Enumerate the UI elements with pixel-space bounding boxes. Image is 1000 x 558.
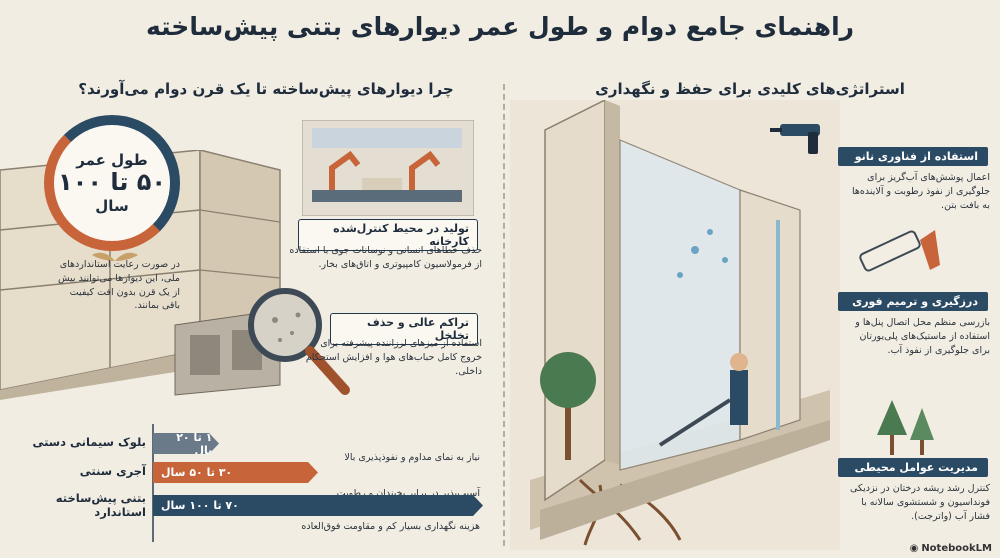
section-divider [503,84,505,546]
caulk-gun-icon [859,230,940,272]
pressure-washer-icon [770,124,820,154]
factory-robots-illustration [302,120,474,216]
strategy-title-3: مدیریت عوامل محیطی [838,458,988,477]
comparison-name: آجری سنتی [79,464,146,478]
right-heading: استراتژی‌های کلیدی برای حفظ و نگهداری [595,80,905,98]
comparison-note: آسیب‌پذیر در برابر یخبندان و رطوبت [336,488,480,499]
badge-note: در صورت رعایت استانداردهای ملی، این دیوا… [57,259,180,312]
comparison-bar-2: ۳۰ تا ۵۰ سال [153,462,318,483]
comparison-range: ۳۰ تا ۵۰ سال [161,466,233,479]
tree-icon [877,400,934,455]
density-text: استفاده از میزهای لرزاننده پیشرفته برای … [305,338,482,377]
strategy-text-1: اعمال پوشش‌های آب‌گریز برای جلوگیری از ن… [852,172,990,211]
strategy-title-1: استفاده از فناوری نانو [838,147,988,166]
bar-axis [152,424,154,542]
brand-name: NotebookLM [921,543,992,554]
maintenance-scene-illustration [510,100,840,550]
factory-text: حذف خطاهای انسانی و نوسانات جوی با استفا… [289,245,482,270]
lifespan-badge: طول عمر ۵۰ تا ۱۰۰ سال [44,115,180,251]
comparison-note: نیاز به نمای مداوم و نفوذپذیری بالا [344,452,480,463]
block-magnifier-illustration [174,288,350,396]
comparison-note: هزینه نگهداری بسیار کم و مقاومت فوق‌العا… [301,521,480,532]
comparison-name: بلوک سیمانی دستی [32,435,146,449]
brand-icon: ◉ [909,543,919,554]
comparison-bar-3: ۷۰ تا ۱۰۰ سال [153,495,483,516]
strategy-title-2: درزگیری و ترمیم فوری [838,292,988,311]
badge-line3: سال [95,196,129,215]
factory-label: تولید در محیط کنترل‌شده کارخانه [298,219,478,251]
strategy-text-2: بازرسی منظم محل اتصال پنل‌ها و استفاده ا… [855,317,990,356]
comparison-range: ۷۰ تا ۱۰۰ سال [161,499,239,512]
page-title: راهنمای جامع دوام و طول عمر دیوارهای بتن… [145,12,855,41]
leaf-icon [92,252,138,261]
density-label: تراکم عالی و حذف تخلخل [330,313,478,345]
strategy-text-3: کنترل رشد ریشه درختان در نزدیکی فونداسیو… [849,483,990,522]
left-heading: چرا دیوارهای پیش‌ساخته تا یک قرن دوام می… [78,80,454,98]
comparison-bar-1: ۱۰ تا ۲۰ سال [153,433,219,454]
badge-line2: ۵۰ تا ۱۰۰ [58,168,166,197]
badge-line1: طول عمر [76,151,148,170]
brand-footer: ◉ NotebookLM [910,543,992,554]
comparison-name: بتنی پیش‌ساخته استاندارد [55,491,146,519]
